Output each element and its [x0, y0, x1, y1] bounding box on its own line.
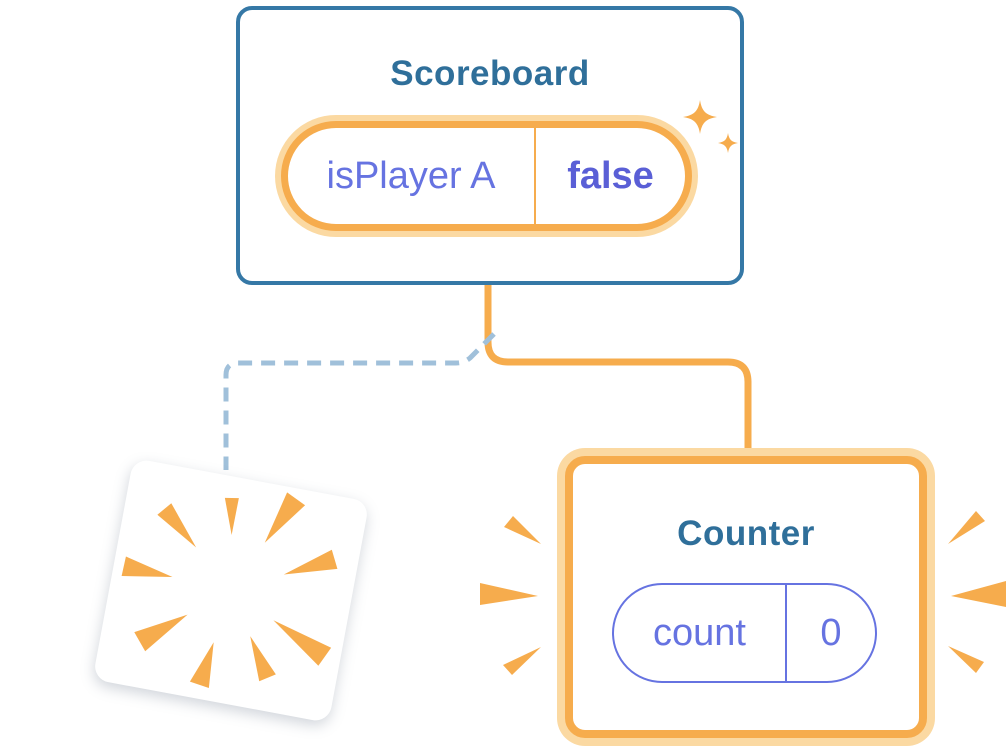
burst-ray [250, 636, 276, 682]
counter-state-pill: count 0 [612, 583, 877, 683]
burst-ray [273, 620, 332, 666]
scoreboard-state-value: false [567, 154, 654, 197]
counter-state-value: 0 [820, 611, 842, 654]
solid-connector-line [484, 285, 752, 452]
burst-ray [121, 556, 173, 578]
counter-state-label: count [653, 611, 746, 654]
scoreboard-state-pill: isPlayer A false [281, 121, 692, 231]
dashed-connector-line [223, 332, 496, 470]
scoreboard-state-label: isPlayer A [326, 154, 496, 197]
burst-ray [224, 497, 239, 535]
scoreboard-component-card: Scoreboard isPlayer A false [236, 6, 744, 285]
burst-ray [189, 642, 214, 688]
counter-component-card: Counter count 0 [565, 456, 927, 738]
scoreboard-title: Scoreboard [390, 54, 590, 93]
burst-explosion-icon [121, 492, 338, 688]
counter-title: Counter [677, 514, 815, 553]
burst-ray [134, 614, 188, 652]
pill-divider [534, 128, 536, 224]
burst-ray [283, 549, 338, 575]
burst-ray [264, 492, 306, 543]
destroyed-component-card [92, 458, 370, 723]
pill-divider [785, 585, 787, 681]
burst-ray [157, 503, 197, 548]
